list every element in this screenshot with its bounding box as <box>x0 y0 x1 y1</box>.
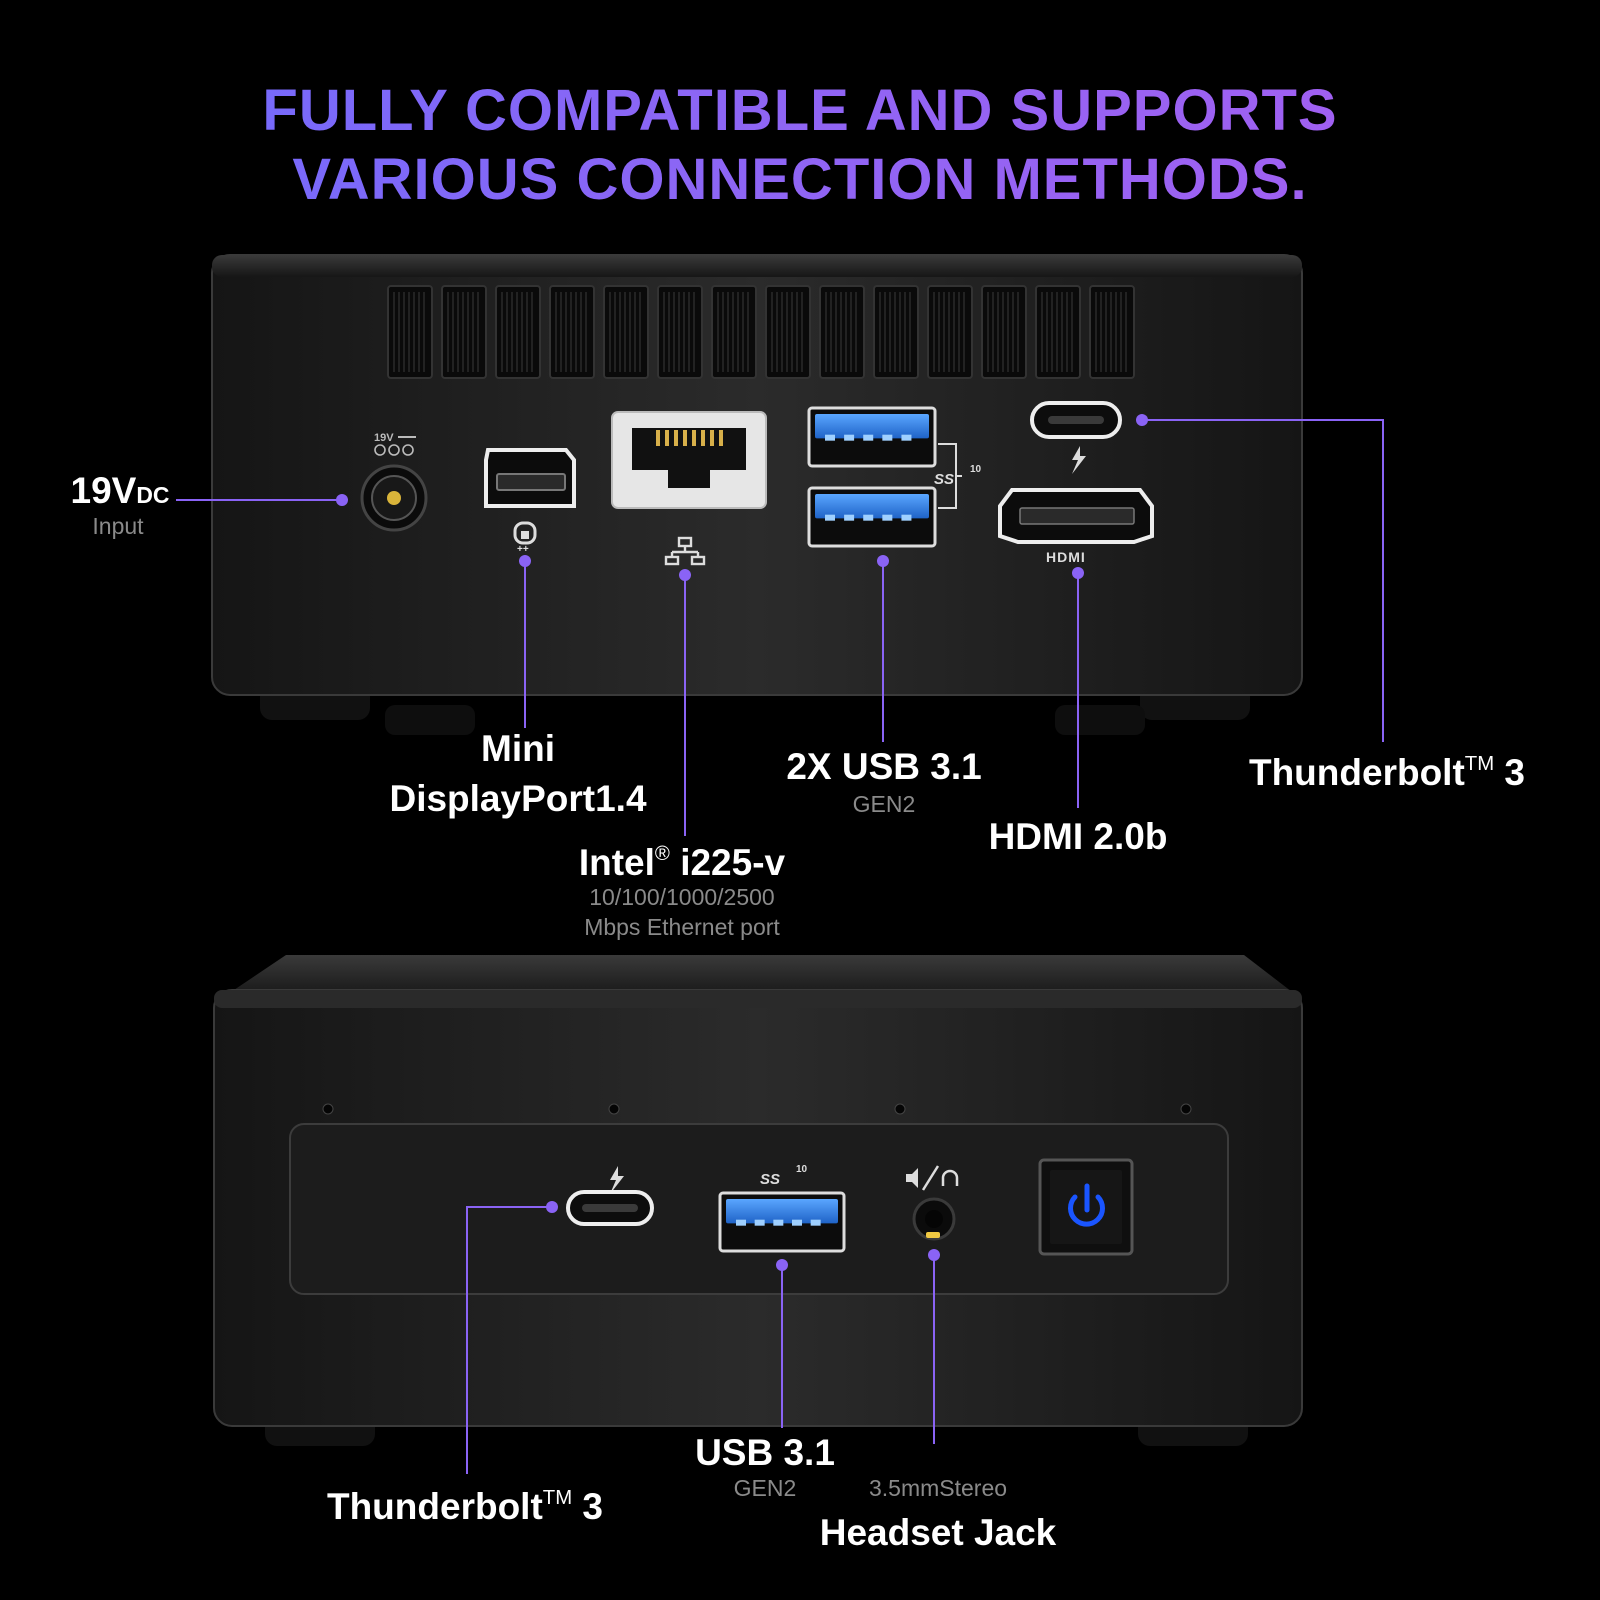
hdmi-logo: HDMI <box>1046 549 1086 565</box>
ethernet-sub-line-1: 10/100/1000/2500 <box>589 884 775 910</box>
usb-port-upper <box>807 406 937 468</box>
minidisplayport-icon: ++ <box>513 521 537 555</box>
vent-slot <box>873 285 919 379</box>
power-icon <box>1068 1183 1105 1227</box>
callout-lines <box>176 419 1384 1474</box>
thunderbolt-name: Thunderbolt <box>326 1486 543 1527</box>
rear-usb-label: 2X USB 3.1 <box>786 746 982 787</box>
headset-jack-port <box>912 1197 956 1241</box>
rear-thunderbolt-label: ThunderboltTM 3 <box>1222 750 1552 796</box>
ethernet-pins <box>656 430 723 446</box>
rear-unit: 19V ++ <box>211 254 1303 735</box>
vent-slot <box>927 285 973 379</box>
thunderbolt-num: 3 <box>572 1486 604 1527</box>
ethernet-label: Intel® i225-v <box>482 840 882 886</box>
vent-slot <box>1035 285 1081 379</box>
ethernet-brand: Intel <box>578 842 655 883</box>
rear-usb-sub: GEN2 <box>852 791 916 817</box>
usb-ss-logo-num: 10 <box>970 464 982 475</box>
trademark: TM <box>542 1486 573 1509</box>
vent-slot <box>549 285 595 379</box>
vent-slot <box>603 285 649 379</box>
minidp-label-line-2: DisplayPort1.4 <box>389 778 647 819</box>
dc-power-jack-icon: 19V <box>360 432 428 532</box>
usb-ss-logo: SS <box>760 1171 780 1188</box>
dc-input-suffix: DC <box>136 482 170 508</box>
network-icon <box>664 536 706 566</box>
vent-slot <box>981 285 1027 379</box>
rear-top-edge <box>212 255 1302 277</box>
ethernet-model: i225-v <box>669 842 786 883</box>
vent-slot <box>765 285 811 379</box>
vent-slot <box>1089 285 1135 379</box>
usb-ss-logo: SS <box>934 471 954 488</box>
usb-superspeed-icon: SS 10 <box>760 1164 808 1188</box>
vent-slot <box>441 285 487 379</box>
thunderbolt-port-front <box>566 1190 654 1226</box>
front-usb-label: USB 3.1 <box>695 1432 835 1473</box>
lightning-icon <box>1072 446 1086 474</box>
dc-input-voltage: 19V <box>70 470 137 511</box>
trademark: TM <box>1464 752 1495 775</box>
vent-slot <box>657 285 703 379</box>
front-unit: SS 10 <box>213 955 1303 1446</box>
audio-indicator-led <box>926 1232 940 1238</box>
hdmi-port <box>998 488 1154 544</box>
front-top-edge <box>214 990 1302 1008</box>
vent-slot <box>495 285 541 379</box>
front-top-surface <box>222 955 1300 998</box>
ethernet-sub-line-2: Mbps Ethernet port <box>584 914 780 940</box>
rear-foot-back-right <box>1055 705 1145 735</box>
headline-line-2: VARIOUS CONNECTION METHODS. <box>0 145 1600 215</box>
thunderbolt-num: 3 <box>1494 752 1526 793</box>
minidisplayport-port <box>484 448 576 508</box>
ethernet-port <box>611 411 767 509</box>
front-thunderbolt-label: ThunderboltTM 3 <box>300 1484 630 1530</box>
vent-slot <box>819 285 865 379</box>
headset-jack-sub: 3.5mmStereo <box>868 1475 1008 1501</box>
dc-input-sub: Input <box>92 513 144 539</box>
usb-port-lower <box>807 486 937 548</box>
vent-slot <box>387 285 433 379</box>
usb-port-front <box>718 1191 846 1253</box>
thunderbolt-port-rear <box>1030 401 1122 439</box>
dc-port-marking: 19V <box>374 432 394 444</box>
svg-text:++: ++ <box>517 544 529 555</box>
rear-foot-back-left <box>385 705 475 735</box>
dc-input-label: 19VDC <box>60 468 180 514</box>
speaker-headphone-icon <box>906 1165 959 1191</box>
rear-vents <box>387 285 1135 379</box>
registered-mark: ® <box>654 842 670 865</box>
thunderbolt-name: Thunderbolt <box>1248 752 1465 793</box>
hdmi-label: HDMI 2.0b <box>988 816 1168 857</box>
headset-jack-label: Headset Jack <box>819 1512 1057 1553</box>
headline-line-1: FULLY COMPATIBLE AND SUPPORTS <box>0 76 1600 146</box>
front-usb-sub: GEN2 <box>733 1475 797 1501</box>
vent-slot <box>711 285 757 379</box>
lightning-icon <box>610 1166 624 1194</box>
minidp-label-line-1: Mini <box>481 728 555 769</box>
usb-ss-logo-num: 10 <box>796 1164 808 1175</box>
callout-dots <box>336 414 1148 1271</box>
usb-superspeed-icon: SS 10 <box>934 443 982 509</box>
